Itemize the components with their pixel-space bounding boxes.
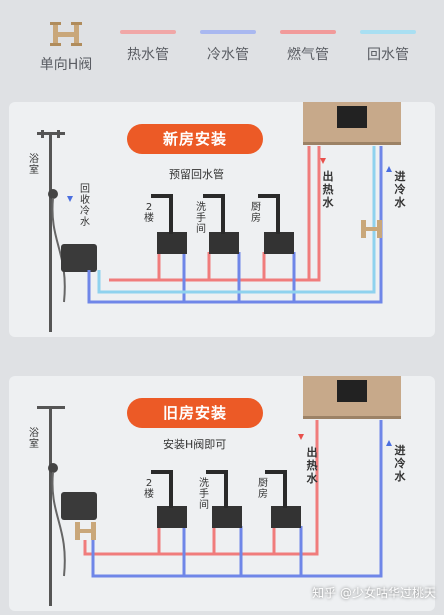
shower-mixer [61,244,97,272]
faucet-2f-label: 2楼 [144,202,154,224]
hot-pipe [83,420,319,556]
hot-pipe [109,146,321,282]
old-house-panel: 旧房安装 安装H阀即可 浴室 出热水 进冷水 2楼 洗手间 厨房 [9,376,435,611]
hot-out-label: 出热水 [322,170,334,209]
cold-in-label: 进冷水 [394,444,406,483]
new-house-panel: 新房安装 预留回水管 浴室 回收冷水 出热水 进冷水 2楼 洗手间 厨房 [9,102,435,337]
old-house-title: 旧房安装 [127,398,263,428]
legend-gas-pipe: 燃气管 [264,20,352,64]
down-arrow-icon [298,434,304,440]
shower-pole [49,406,52,606]
h-valve-icon [75,522,96,540]
legend-hot-pipe: 热水管 [104,20,192,64]
cold-pipe-swatch [200,30,256,34]
legend-h-valve: 单向H阀 [22,20,110,74]
return-pipe [97,146,376,294]
shower-mixer [61,492,97,520]
legend-label: 回水管 [367,47,409,63]
shower-head-icon [48,463,58,473]
faucet-icon [151,194,294,254]
legend-label: 冷水管 [207,47,249,63]
watermark: 知乎 @少女咕华过桃天 [312,586,436,600]
recycle-cold-label: 回收冷水 [80,184,90,228]
legend-label: 单向H阀 [39,57,93,73]
cold-pipe [91,420,383,578]
new-house-diagram [37,102,401,332]
heater-display [337,380,367,402]
shower-pole [49,132,52,332]
gas-pipe-swatch [280,30,336,34]
cold-in-label: 进冷水 [394,170,406,209]
h-valve-icon [50,22,82,46]
old-house-diagram [37,376,401,606]
up-arrow-icon [386,166,392,172]
down-arrow-icon [67,196,73,202]
install-h-valve-label: 安装H阀即可 [163,438,227,451]
bathroom-label: 浴室 [29,428,39,450]
heater-display [337,106,367,128]
hot-out-label: 出热水 [306,446,318,485]
faucet-2f-label: 2楼 [144,478,154,500]
faucet-kitchen-label: 厨房 [258,478,268,500]
legend-label: 燃气管 [287,47,329,63]
legend-cold-pipe: 冷水管 [184,20,272,64]
legend-label: 热水管 [127,47,169,63]
bathroom-label: 浴室 [29,154,39,176]
legend-return-pipe: 回水管 [344,20,432,64]
hot-pipe-swatch [120,30,176,34]
new-house-title: 新房安装 [127,124,263,154]
faucet-restroom-label: 洗手间 [199,478,209,511]
legend: 单向H阀 热水管 冷水管 燃气管 回水管 [0,0,444,92]
down-arrow-icon [320,158,326,164]
reserve-return-label: 预留回水管 [169,168,224,181]
faucet-icon [151,470,301,528]
up-arrow-icon [386,440,392,446]
return-pipe-swatch [360,30,416,34]
faucet-kitchen-label: 厨房 [251,202,261,224]
faucet-restroom-label: 洗手间 [196,202,206,235]
shower-head-icon [48,189,58,199]
h-valve-icon [361,220,382,238]
